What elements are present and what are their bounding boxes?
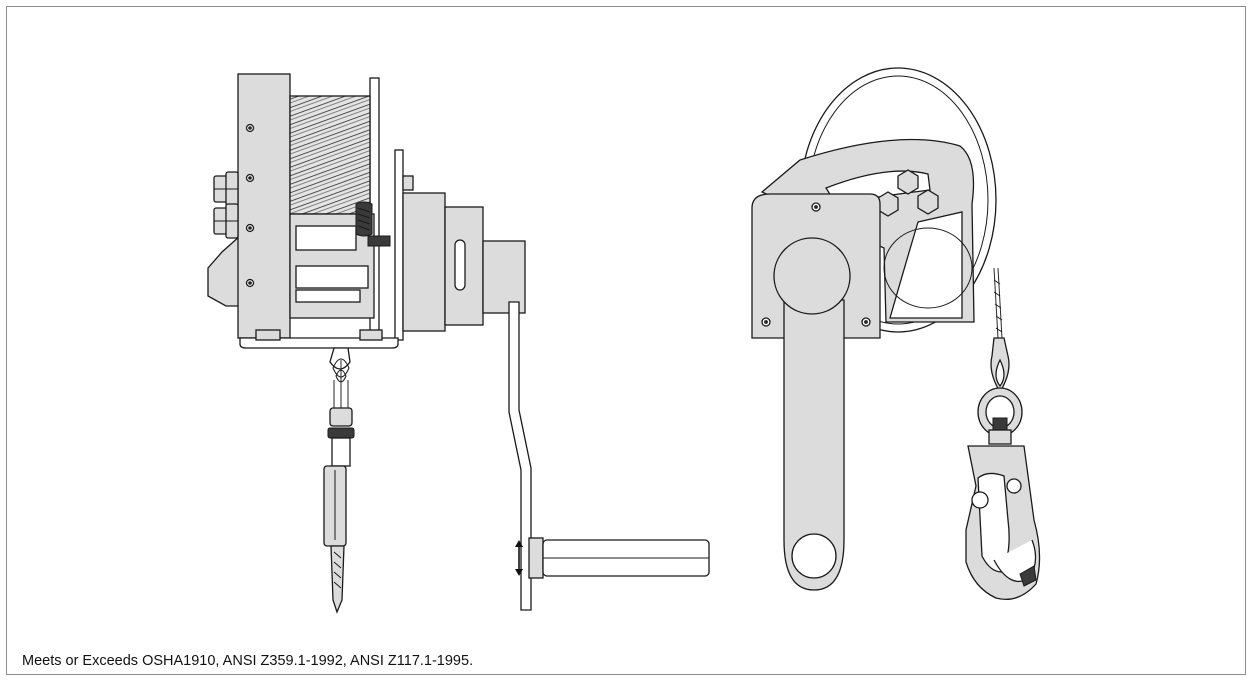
crank-handle bbox=[508, 301, 710, 611]
anchor-eye bbox=[329, 347, 351, 370]
hex-bolts bbox=[877, 169, 939, 217]
winch-front-view bbox=[751, 67, 1041, 601]
crank-hub bbox=[482, 240, 526, 314]
compliance-caption: Meets or Exceeds OSHA1910, ANSI Z359.1-1… bbox=[22, 653, 474, 669]
hex-nuts bbox=[213, 171, 239, 239]
winch-side-view bbox=[207, 73, 526, 614]
crank-hub-front bbox=[773, 237, 851, 315]
crank-arm bbox=[508, 301, 532, 611]
housing-boss bbox=[207, 234, 241, 307]
snap-hook-side bbox=[330, 545, 345, 614]
front-crank-arm bbox=[783, 299, 845, 591]
side-plate-bolts bbox=[245, 123, 255, 288]
rope-drum bbox=[289, 95, 371, 215]
cable-connector bbox=[323, 407, 355, 614]
gear-plate bbox=[394, 149, 404, 341]
crank-knob bbox=[791, 533, 837, 579]
rotation-arrow-icon bbox=[515, 540, 523, 576]
gearbox-housing bbox=[402, 192, 446, 332]
side-plate bbox=[237, 73, 291, 339]
